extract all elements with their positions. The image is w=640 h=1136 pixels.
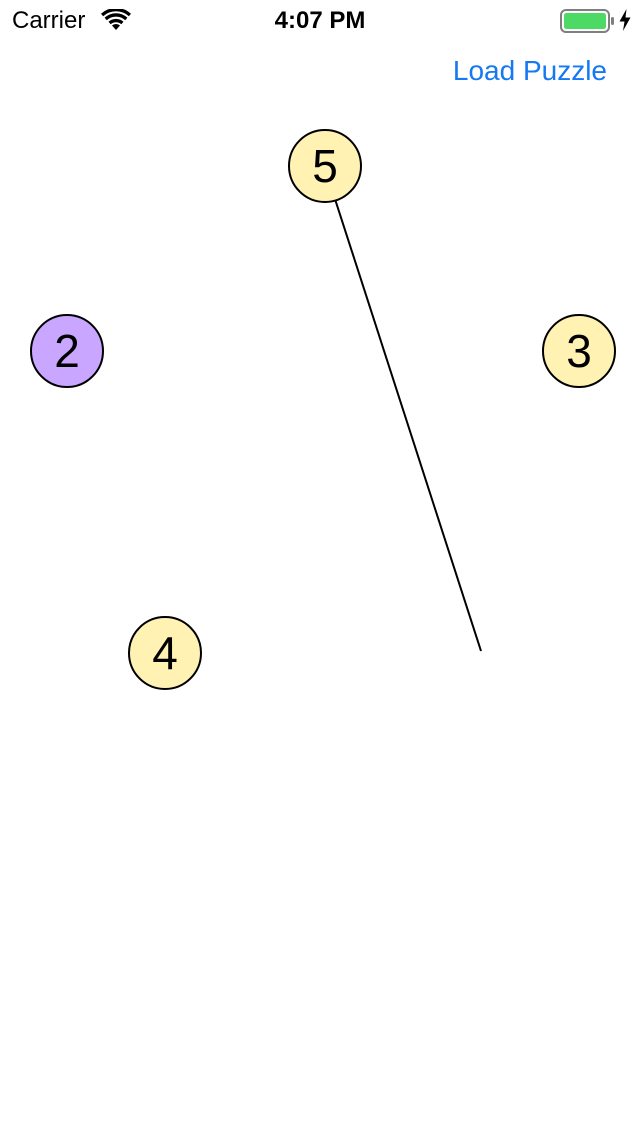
charging-bolt-icon xyxy=(619,9,631,31)
puzzle-node-5[interactable]: 5 xyxy=(288,129,362,203)
battery-icon xyxy=(560,9,614,33)
status-bar: Carrier 4:07 PM xyxy=(0,0,640,40)
node-label: 5 xyxy=(312,140,338,192)
load-puzzle-button[interactable]: Load Puzzle xyxy=(452,55,607,86)
node-label: 3 xyxy=(566,325,592,377)
drag-connection-line xyxy=(334,199,482,652)
node-label: 2 xyxy=(54,325,80,377)
puzzle-node-4[interactable]: 4 xyxy=(128,616,202,690)
puzzle-node-2[interactable]: 2 xyxy=(30,314,104,388)
puzzle-node-3[interactable]: 3 xyxy=(542,314,616,388)
node-label: 4 xyxy=(152,627,178,679)
wifi-icon xyxy=(101,9,131,30)
carrier-label: Carrier xyxy=(12,7,86,34)
status-time: 4:07 PM xyxy=(274,7,366,34)
